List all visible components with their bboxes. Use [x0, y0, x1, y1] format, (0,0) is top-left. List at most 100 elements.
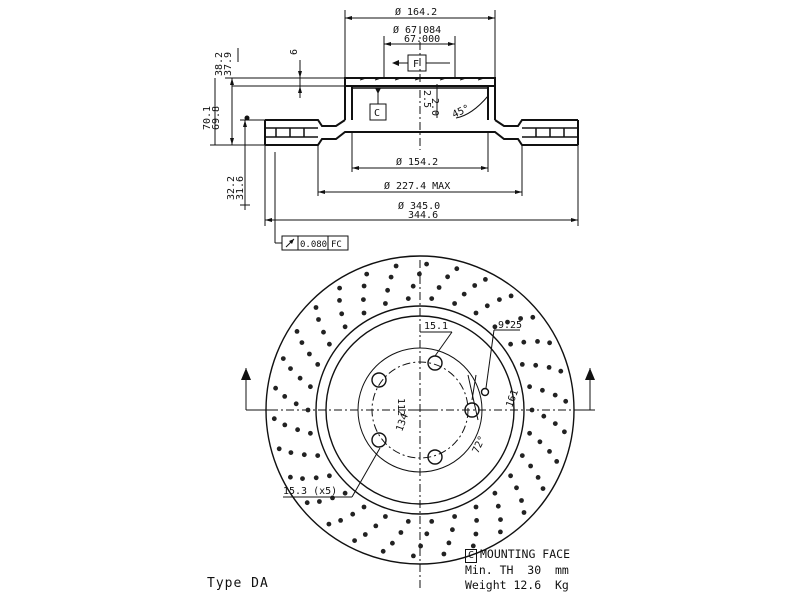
drilled-hole	[271, 416, 277, 422]
drilled-hole	[492, 324, 498, 330]
dim-1542: Ø 154.2	[396, 156, 438, 168]
drilled-hole	[410, 283, 416, 289]
drilled-hole	[300, 476, 305, 481]
drilled-hole	[288, 450, 294, 455]
drilled-hole	[497, 297, 502, 302]
datum-f: F	[413, 59, 419, 70]
drilled-hole	[305, 407, 311, 413]
section-view: Ø 164.2 Ø 67.084 67.000 F C	[202, 6, 579, 251]
drilled-hole	[327, 473, 332, 479]
dim-th-max: 32.2	[226, 176, 237, 200]
drilled-hole	[317, 499, 322, 504]
drilled-hole	[514, 485, 519, 491]
drilled-hole	[280, 356, 286, 361]
dim-disc-min: 69.8	[211, 106, 222, 130]
drilled-hole	[385, 287, 390, 293]
drilled-hole	[288, 474, 293, 480]
drilled-hole	[508, 473, 513, 479]
drilled-hole	[540, 486, 546, 491]
runout-value: 0.080	[300, 240, 327, 250]
dim-bore-min: 67.000	[404, 34, 440, 45]
drilled-hole	[273, 385, 278, 391]
drilled-hole	[288, 366, 293, 371]
drilled-hole	[552, 392, 558, 398]
drilled-hole	[361, 504, 367, 510]
drilled-hole	[533, 362, 539, 368]
drilled-hole	[424, 531, 430, 537]
runout-box	[281, 235, 349, 251]
drilled-hole	[315, 453, 321, 458]
drilled-hole	[282, 394, 288, 399]
drilled-hole	[390, 540, 395, 546]
drilled-hole	[540, 387, 545, 393]
drilled-hole	[313, 475, 319, 481]
drilled-hole	[361, 283, 367, 289]
drilled-hole	[562, 429, 567, 435]
dim-hat-25: 2.5	[421, 90, 432, 108]
front-view: 15.1 9.25 112 134 72° 161 15.3 (x5)	[241, 255, 595, 590]
drilled-hole	[473, 310, 479, 316]
drilled-hole	[342, 490, 348, 496]
drilled-hole	[362, 532, 368, 537]
drilled-hole	[530, 314, 536, 320]
datum-c-note: C	[465, 549, 477, 563]
dim-hat-20: 2.0	[429, 98, 440, 116]
drilled-hole	[473, 531, 479, 537]
drilled-hole	[429, 296, 435, 301]
drilled-hole	[321, 329, 326, 335]
drilled-hole	[338, 518, 343, 523]
dim-bore-max: Ø 67.084	[393, 24, 441, 36]
drilled-hole	[546, 365, 552, 370]
drilled-hole	[519, 453, 525, 458]
drilled-hole	[527, 384, 532, 390]
drilled-hole	[313, 305, 319, 310]
drilled-hole	[470, 543, 476, 549]
drilled-holes	[271, 261, 569, 559]
drilled-hole	[563, 398, 569, 404]
drilled-hole	[558, 368, 564, 374]
min-thickness: Min. TH 30 mm	[465, 563, 569, 577]
drilled-hole	[339, 311, 345, 317]
runout-ref: FC	[331, 240, 342, 250]
drilled-hole	[492, 490, 498, 496]
drilled-hole	[405, 519, 411, 524]
drilled-hole	[508, 293, 514, 299]
drilled-hole	[521, 510, 527, 515]
dim-th-min: 31.6	[235, 176, 246, 200]
drilled-hole	[411, 553, 416, 559]
drilled-hole	[308, 430, 313, 436]
drilled-hole	[519, 362, 525, 367]
drilled-hole	[315, 362, 321, 367]
label-pcd: 112	[395, 398, 406, 416]
dim-outer-min: 344.6	[408, 210, 438, 221]
drilled-hole	[498, 517, 503, 522]
drilled-hole	[495, 503, 501, 509]
drilled-hole	[498, 529, 503, 535]
drilled-hole	[547, 449, 552, 454]
drilled-hole	[293, 401, 299, 407]
drilled-hole	[535, 475, 541, 480]
drilled-hole	[450, 527, 455, 533]
drilled-hole	[554, 459, 560, 464]
drilled-hole	[474, 518, 479, 523]
dim-outer-max: Ø 345.0	[398, 200, 440, 212]
dim-2274: Ø 227.4 MAX	[384, 180, 450, 192]
dim-six: 6	[289, 49, 300, 55]
drilled-hole	[473, 504, 479, 510]
drilled-hole	[304, 500, 310, 506]
label-angle-72: 72°	[471, 434, 489, 455]
drilled-hole	[307, 351, 312, 357]
drilled-hole	[472, 283, 478, 288]
drilled-hole	[299, 340, 305, 345]
label-dist-161: 161	[504, 388, 521, 409]
drilled-hole	[398, 530, 404, 535]
drilled-hole	[417, 271, 422, 277]
mounting-face-label: MOUNTING FACE	[480, 547, 571, 561]
dim-total-max: 38.2	[214, 52, 225, 76]
drilled-hole	[424, 261, 429, 267]
drilled-hole	[342, 324, 348, 330]
drilled-hole	[452, 514, 457, 519]
dim-total-min: 37.9	[223, 52, 234, 76]
label-small-dia: 9.25	[498, 320, 522, 331]
